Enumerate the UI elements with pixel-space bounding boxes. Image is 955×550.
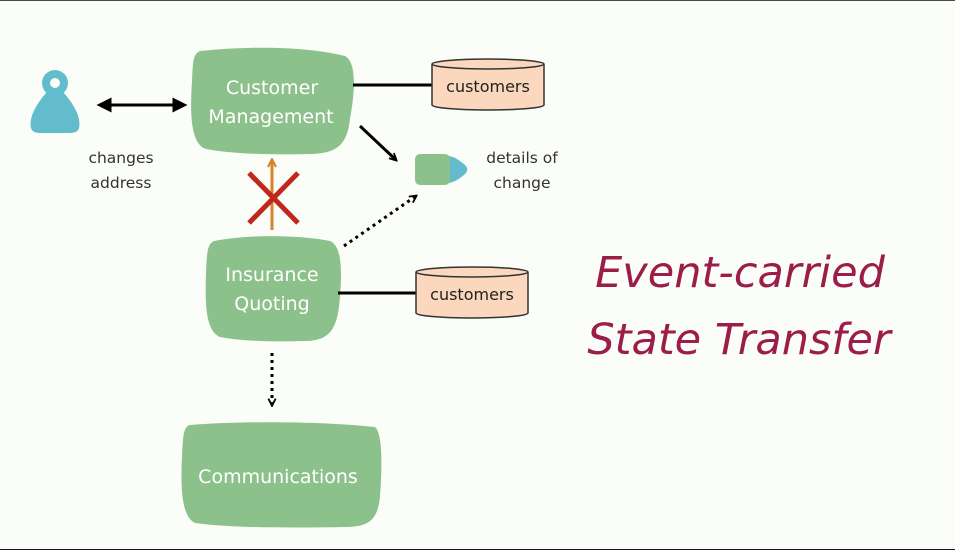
subscribe-event-arrow [343,196,416,248]
event-note-line1: details of [486,149,558,167]
actor-note-line1: changes [88,149,153,167]
slide-title-line2: State Transfer [587,315,893,365]
insurance-quoting-service[interactable]: Insurance Quoting [205,236,341,342]
insurance-quoting-label-line2: Quoting [234,293,309,315]
customer-management-service[interactable]: Customer Management [191,47,354,155]
event-note-line2: change [493,174,550,192]
cm-db-label: customers [446,77,530,96]
event-message-icon [415,154,468,185]
blocked-cross-icon [247,171,300,225]
iq-db-label: customers [430,285,514,304]
person-icon [30,70,80,133]
insurance-quoting-label-line1: Insurance [225,264,318,286]
communications-service[interactable]: Communications [181,422,382,528]
publish-event-arrow [358,124,396,160]
slide-title-line1: Event-carried [595,248,885,298]
iq-customers-database: customers [415,266,529,319]
customer-management-label-line2: Management [208,106,333,128]
communications-label: Communications [198,466,358,488]
customer-management-label-line1: Customer [226,77,318,99]
cm-customers-database: customers [431,58,545,111]
actor-note-line2: address [91,174,152,192]
